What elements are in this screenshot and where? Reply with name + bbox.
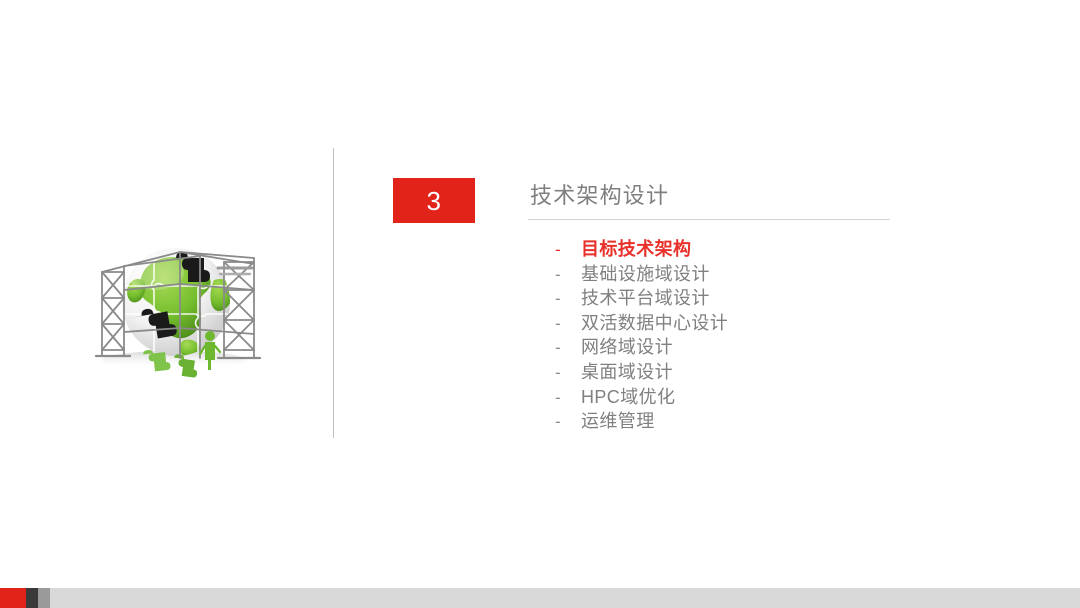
bullet-dash-icon: - [555,362,561,382]
agenda-item-active-active-datacenter[interactable]: - 双活数据中心设计 [555,314,915,339]
puzzle-globe-scaffolding-image [68,228,286,380]
agenda-item-infrastructure-domain[interactable]: - 基础设施域设计 [555,265,915,290]
agenda-item-desktop-domain[interactable]: - 桌面域设计 [555,363,915,388]
agenda-item-label: 目标技术架构 [581,239,692,259]
vertical-divider [333,148,334,438]
agenda-item-tech-platform-domain[interactable]: - 技术平台域设计 [555,289,915,314]
bullet-dash-icon: - [555,289,561,309]
agenda-item-label: HPC域优化 [581,386,676,407]
bullet-dash-icon: - [555,338,561,358]
agenda-item-network-domain[interactable]: - 网络域设计 [555,338,915,363]
section-number: 3 [426,185,442,216]
worker-figure [198,331,222,370]
page-title: 技术架构设计 [530,183,670,208]
bullet-dash-icon: - [555,264,561,284]
agenda-list: - 目标技术架构 - 基础设施域设计 - 技术平台域设计 - 双活数据中心设计 … [555,240,915,437]
bullet-dash-icon: - [555,240,561,259]
agenda-item-target-architecture[interactable]: - 目标技术架构 [555,240,915,265]
footer-accent-block-dark [26,588,38,608]
bullet-dash-icon: - [555,412,561,432]
agenda-item-hpc-optimization[interactable]: - HPC域优化 [555,388,915,413]
agenda-item-label: 技术平台域设计 [581,288,710,309]
agenda-item-label: 双活数据中心设计 [581,312,729,333]
section-number-badge: 3 [393,178,475,223]
agenda-item-operations-management[interactable]: - 运维管理 [555,412,915,437]
bullet-dash-icon: - [555,313,561,333]
bullet-dash-icon: - [555,387,561,407]
title-underline-rule [528,219,890,220]
agenda-item-label: 基础设施域设计 [581,263,710,284]
agenda-item-label: 网络域设计 [581,337,673,358]
footer-bar [0,588,1080,608]
footer-accent-block-red [0,588,26,608]
agenda-item-label: 运维管理 [581,411,655,432]
agenda-item-label: 桌面域设计 [581,361,673,382]
footer-accent-block-mid [38,588,50,608]
